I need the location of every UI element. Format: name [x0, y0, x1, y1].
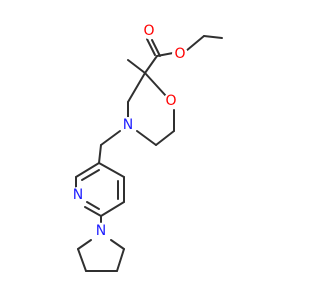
bond-c5-c6	[155, 130, 175, 146]
bond-c2-c3	[127, 72, 146, 103]
atom-o-carbonyl-label: O	[143, 23, 154, 39]
atom-bg	[120, 117, 136, 133]
structure-canvas: N O O O N N	[70, 23, 223, 272]
atom-n-morpholine-label: N	[123, 117, 133, 133]
atom-bg	[141, 23, 157, 39]
bond-py-c1-c2	[98, 162, 125, 178]
bond-pyr-c4-c5	[77, 248, 87, 272]
bond-py-c4-n	[84, 206, 102, 217]
bond-ch2-ch3	[203, 35, 223, 39]
bonds	[75, 35, 223, 272]
bond-carbonyl-double-a	[146, 38, 156, 56]
atom-n-pyrrolidine: N	[93, 223, 109, 239]
bond-n4-ch2	[100, 130, 121, 146]
atom-o-ester-label: O	[174, 46, 185, 62]
bond-pyr-c5-n	[77, 239, 92, 250]
atoms: N O O O N N	[70, 23, 188, 239]
atom-bg	[172, 46, 188, 62]
atom-n-pyridine-label: N	[73, 187, 83, 203]
bond-py-c6-c1-inner	[81, 169, 100, 181]
bond-o1-c2	[144, 72, 167, 97]
atom-n-morpholine: N	[120, 117, 136, 133]
bond-c2-methyl	[127, 59, 146, 74]
bond-n4-c5	[136, 130, 157, 146]
bond-carbonyl-double-b	[151, 39, 161, 57]
bond-py-c3-c4	[100, 201, 125, 217]
bond-c2-carbonyl-c	[144, 55, 158, 74]
atom-n-pyrrolidine-label: N	[96, 223, 106, 239]
bond-carbonyl-oester	[156, 52, 174, 57]
atom-o-carbonyl: O	[141, 23, 157, 39]
atom-o-ring: O	[163, 93, 179, 109]
atom-o-ester: O	[172, 46, 188, 62]
bond-pyr-c2-c3	[116, 248, 125, 272]
bond-py-c6-c1	[75, 162, 100, 178]
bond-pyr-n-c2	[110, 239, 125, 250]
molecule-diagram: N O O O N N	[70, 23, 223, 272]
atom-bg	[70, 187, 86, 203]
atom-o-ring-label: O	[165, 93, 176, 109]
bond-ch2-pyridine	[98, 144, 102, 164]
bond-py-c4-n-inner	[86, 201, 100, 210]
bond-oester-ch2	[185, 35, 205, 52]
atom-bg	[93, 223, 109, 239]
atom-n-pyridine: N	[70, 187, 86, 203]
atom-bg	[163, 93, 179, 109]
